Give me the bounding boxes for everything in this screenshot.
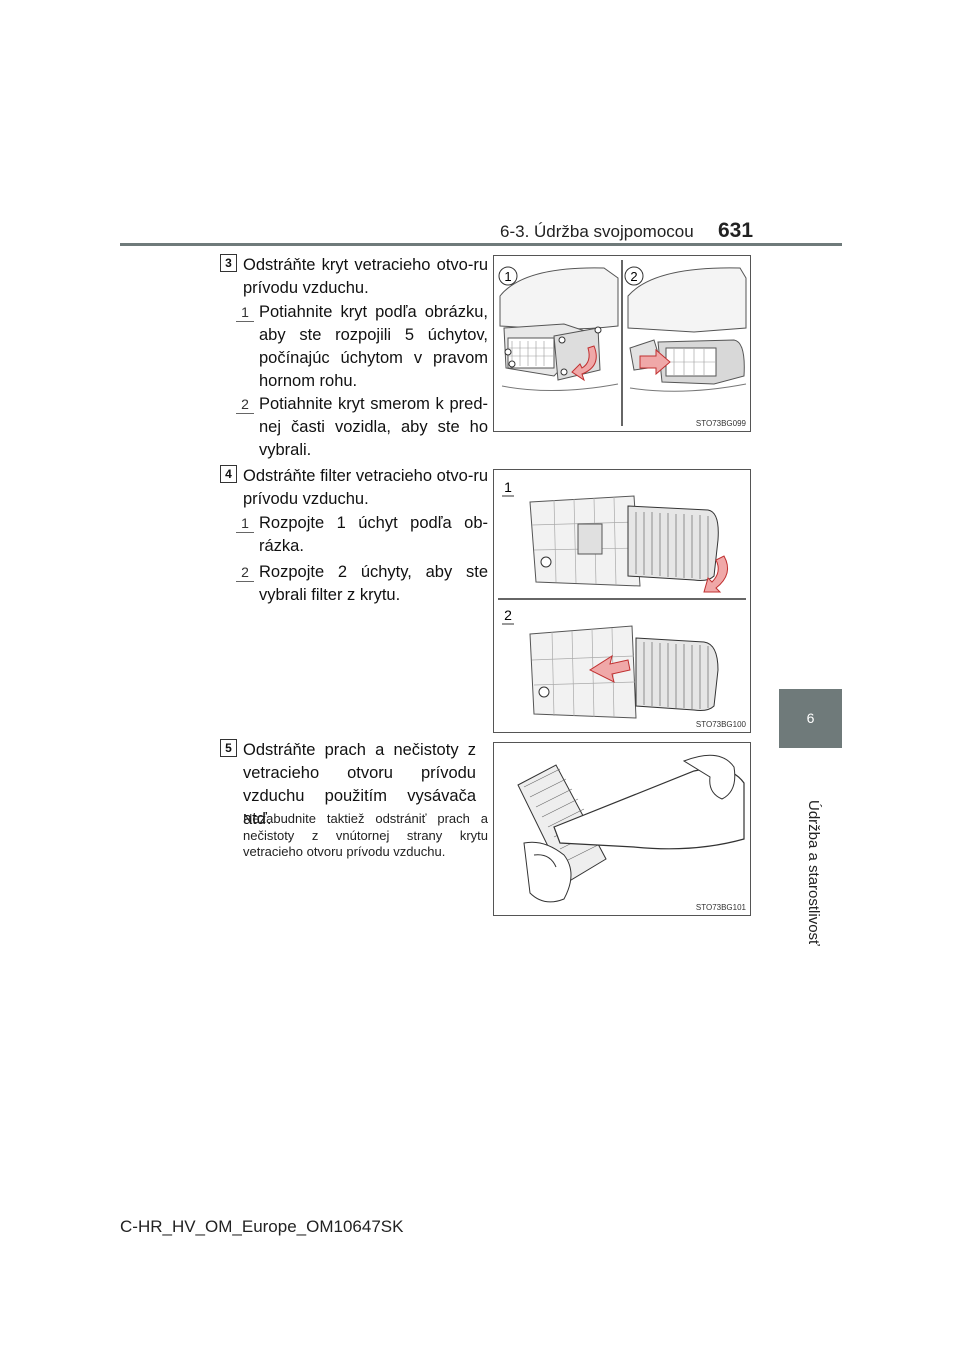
section-title: 6-3. Údržba svojpomocou [500,222,694,241]
figure-filter-removal: 1 2 STO73BG100 [493,469,751,733]
step-3-substep-1: Potiahnite kryt podľa obrázku, aby ste r… [259,303,488,390]
figure-code: STO73BG101 [695,903,746,912]
substep-number: 1 [236,303,254,322]
cover-removal-illustration: 1 2 [498,260,747,426]
figure-label: 2 [630,269,637,284]
step-4-substep-1: Rozpojte 1 úchyt podľa ob-rázka. [259,514,488,555]
step-5-note: Nezabudnite taktiež odstrániť prach a ne… [243,811,488,859]
page-number: 631 [718,219,754,242]
substep-number: 1 [236,514,254,533]
substep-number: 2 [236,395,254,414]
step-3-text: Odstráňte kryt vetracieho otvo-ru prívod… [243,256,488,297]
filter-removal-illustration: 1 2 [498,479,746,719]
step-4-substep-2: Rozpojte 2 úchyty, aby ste vybrali filte… [259,563,488,604]
figure-cover-removal: 1 2 STO73BG099 [493,255,751,432]
chapter-tab: 6 [779,689,842,748]
figure-code: STO73BG100 [695,720,746,729]
document-id: C-HR_HV_OM_Europe_OM10647SK [120,1217,404,1236]
figure-code: STO73BG099 [695,419,746,428]
figure-label: 1 [504,479,512,495]
vacuum-cleaning-illustration [517,754,745,903]
step-5-text: Odstráňte prach a nečistoty z vetracieho… [243,741,476,828]
step-3-substep-2: Potiahnite kryt smerom k pred-nej časti … [259,395,488,459]
substep-number: 2 [236,563,254,582]
figure-label: 2 [504,607,512,623]
chapter-title: Údržba a starostlivosť [805,800,822,946]
figure-label: 1 [504,269,511,284]
figure-vacuum-cleaning: STO73BG101 [493,742,751,916]
step-badge-3: 3 [220,254,237,272]
step-badge-4: 4 [220,465,237,483]
header-rule [120,243,842,246]
chapter-number: 6 [806,710,815,726]
step-4-text: Odstráňte filter vetracieho otvo-ru prív… [243,467,488,508]
step-badge-5: 5 [220,739,237,757]
chapter-label: Údržba a starostlivosť [752,800,872,946]
